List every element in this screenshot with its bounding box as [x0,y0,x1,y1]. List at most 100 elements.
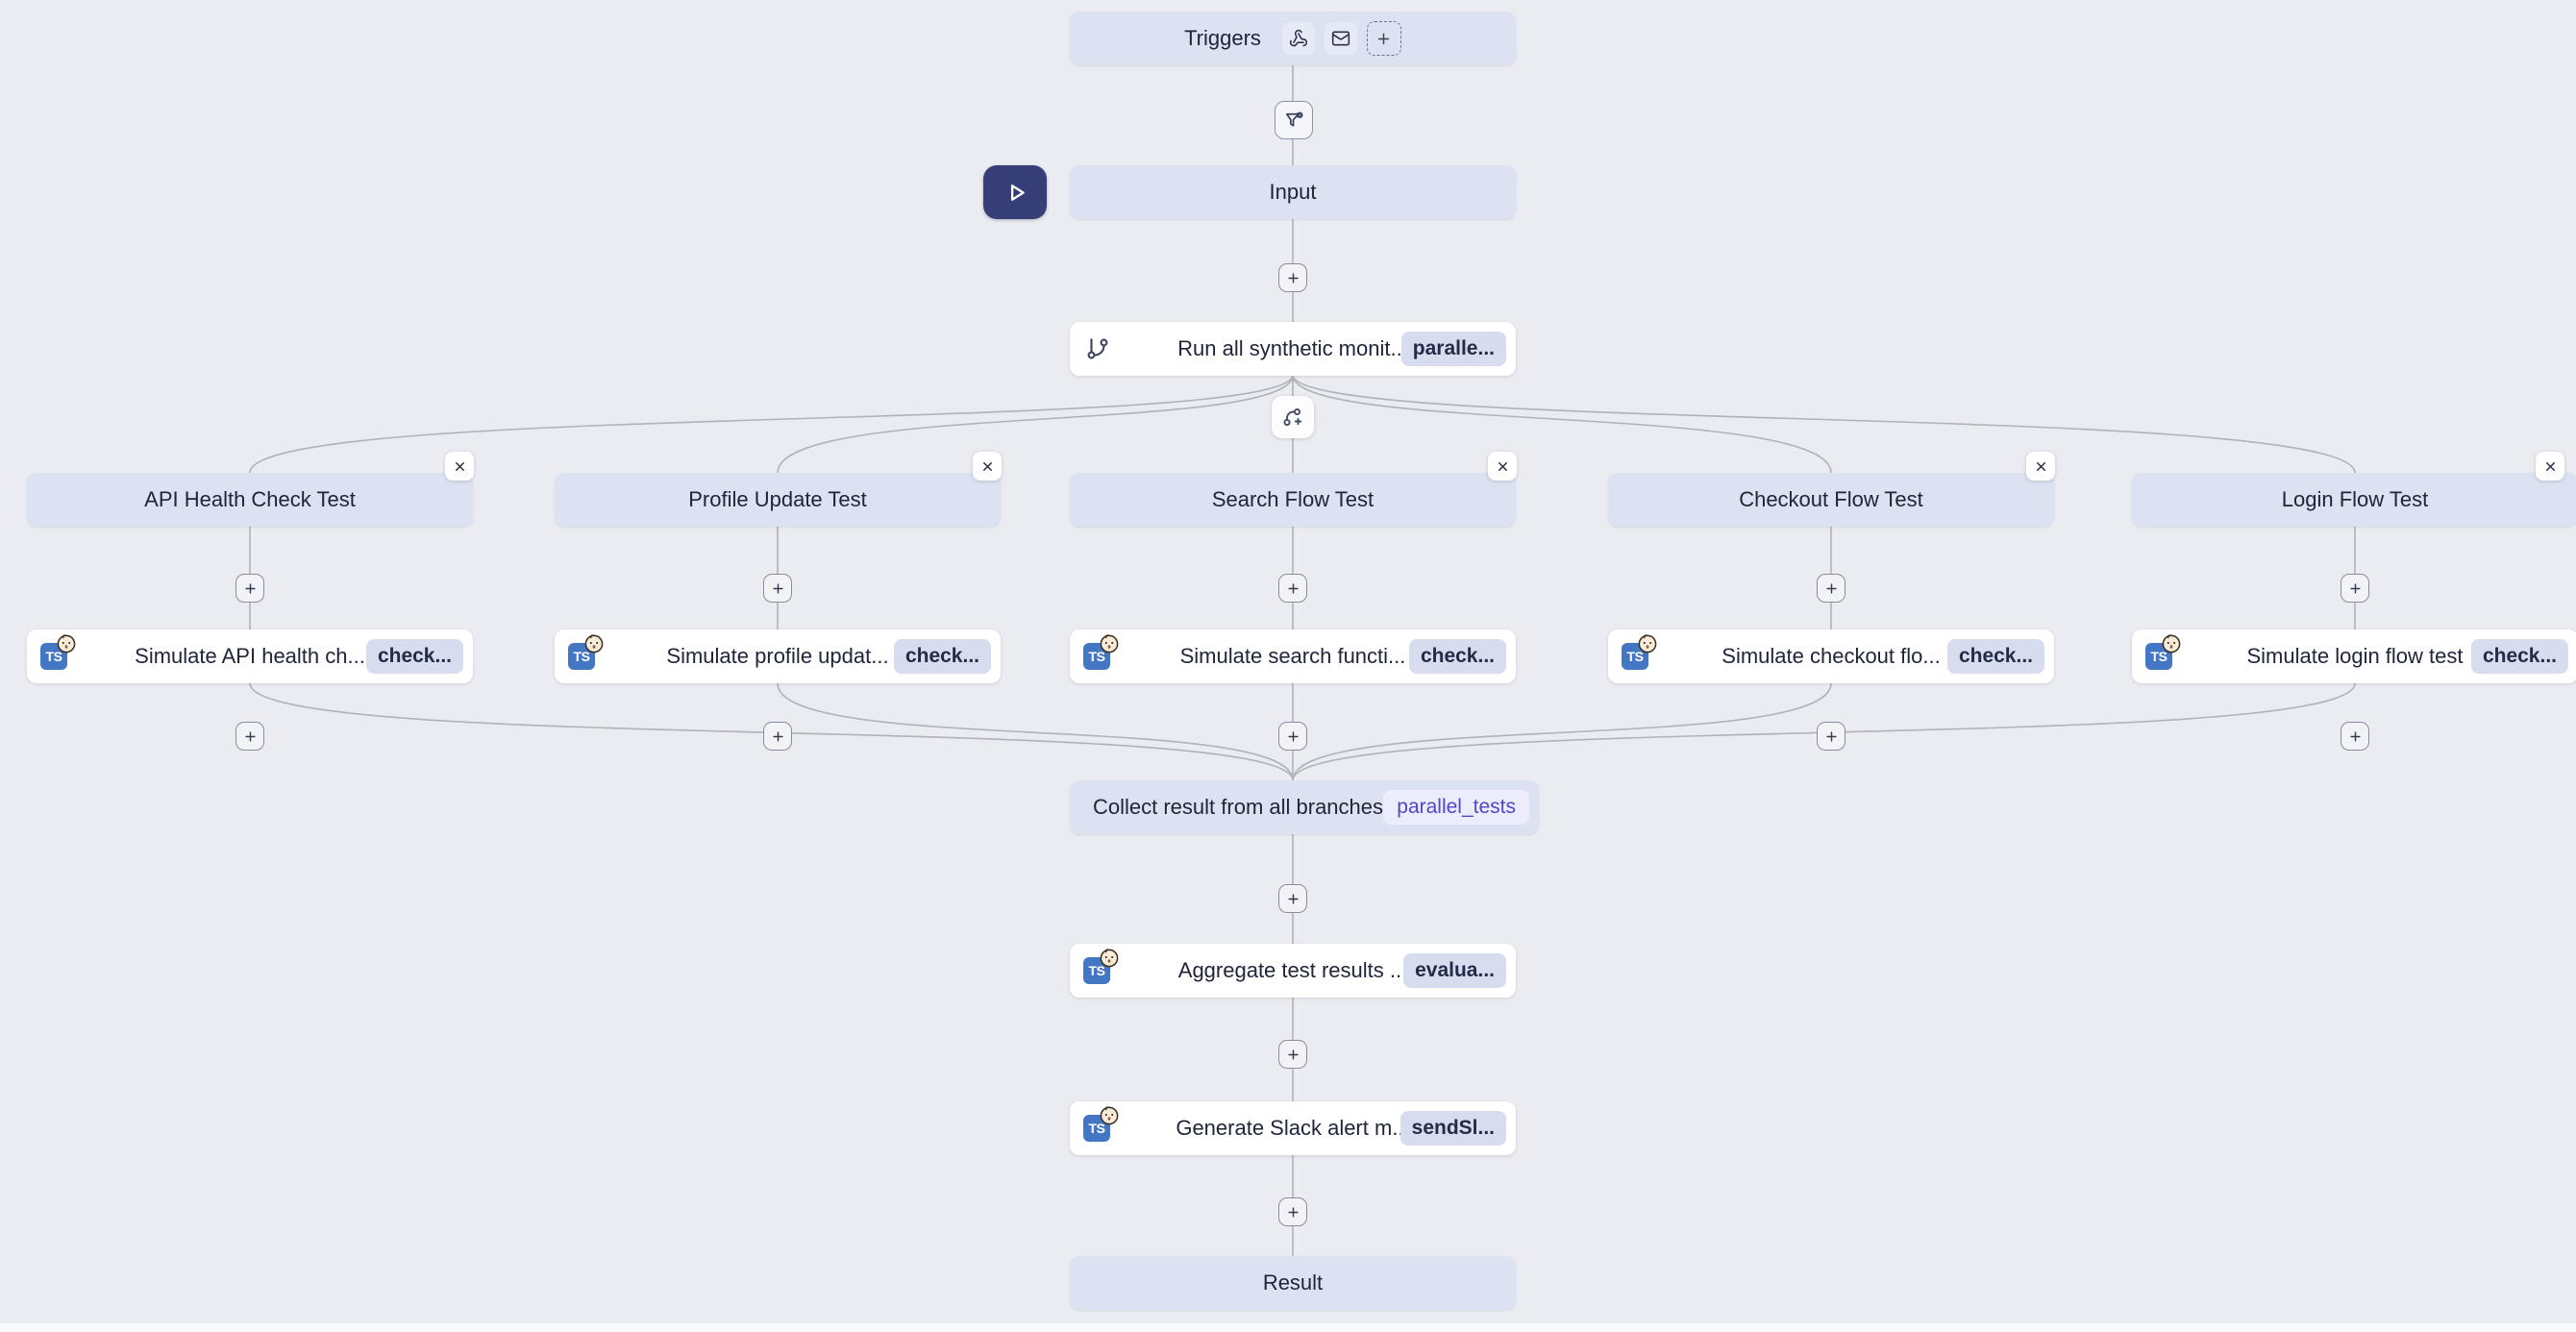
branch-step-node[interactable]: TS Simulate profile updat... check... [555,629,1001,683]
plus-icon [2349,730,2361,742]
add-trigger-button[interactable] [1366,21,1401,56]
step-label: Run all synthetic monit... [1177,336,1408,360]
branch-title: Login Flow Test [2281,487,2429,511]
typescript-icon: TS [40,634,76,670]
branch-header[interactable]: Profile Update Test [555,473,1001,527]
plus-icon [1287,730,1299,742]
branch-step-node[interactable]: TS Simulate API health ch... check... [27,629,473,683]
close-icon [982,461,992,471]
step-label: Generate Slack alert m... [1176,1116,1410,1140]
step-id-badge: paralle... [1400,332,1506,366]
slack-alert-step-node[interactable]: TS Generate Slack alert m... sendSl... [1070,1101,1516,1155]
input-label: Input [1269,180,1317,204]
collect-results-node[interactable]: Collect result from all branches paralle… [1070,780,1539,834]
branch-title: API Health Check Test [144,487,356,511]
plus-icon [244,730,256,742]
typescript-icon: TS [568,634,604,670]
typescript-icon: TS [1083,634,1119,670]
play-icon [1010,184,1025,201]
close-icon [1498,461,1507,471]
parallel-step-node[interactable]: Run all synthetic monit... paralle... [1070,322,1516,376]
add-step-button[interactable] [1278,884,1307,913]
step-id-badge: check... [365,639,463,674]
step-label: Simulate login flow test [2246,644,2464,668]
webhook-icon [1289,29,1307,47]
typescript-icon: TS [1622,634,1657,670]
filter-settings-icon [1285,111,1303,127]
plus-icon [1287,1206,1299,1218]
branch-header[interactable]: API Health Check Test [27,473,473,527]
webhook-trigger-button[interactable] [1281,22,1315,55]
result-node[interactable]: Result [1070,1256,1516,1310]
close-branch-button[interactable] [2026,452,2055,481]
baby-face-icon [2162,634,2181,654]
close-icon [2545,461,2555,471]
baby-face-icon [1100,949,1119,968]
close-branch-button[interactable] [1488,452,1517,481]
plus-icon [2349,582,2361,594]
run-workflow-button[interactable] [983,165,1047,219]
typescript-icon: TS [2145,634,2181,670]
trigger-filter-button[interactable] [1275,101,1313,139]
add-step-button[interactable] [763,722,792,751]
add-step-button[interactable] [1278,263,1307,292]
branch-title: Profile Update Test [688,487,867,511]
add-step-button[interactable] [1278,1197,1307,1226]
plus-icon [1825,582,1837,594]
branch-title: Search Flow Test [1211,487,1375,511]
result-label: Result [1262,1270,1324,1295]
branch-step-node[interactable]: TS Simulate login flow test check... [2132,629,2576,683]
triggers-label: Triggers [1184,26,1261,50]
typescript-icon: TS [1083,949,1119,984]
plus-icon [1287,272,1299,284]
close-branch-button[interactable] [973,452,1002,481]
add-step-button[interactable] [1278,574,1307,603]
triggers-node[interactable]: Triggers [1070,12,1516,65]
step-label: Collect result from all branches [1093,795,1384,819]
email-trigger-button[interactable] [1324,22,1357,55]
step-id-badge: check... [893,639,991,674]
step-id-badge: sendSl... [1399,1111,1506,1146]
step-id-badge: check... [1946,639,2044,674]
step-label: Simulate API health ch... [135,644,365,668]
close-branch-button[interactable] [445,452,474,481]
step-id-badge: evalua... [1403,953,1506,988]
step-label: Simulate search functi... [1179,644,1406,668]
close-icon [2036,461,2045,471]
branch-header[interactable]: Search Flow Test [1070,473,1516,527]
typescript-icon: TS [1083,1106,1119,1142]
add-step-button[interactable] [1817,574,1845,603]
add-step-button[interactable] [235,722,264,751]
branch-plus-icon [1283,407,1302,427]
add-step-button[interactable] [1278,1040,1307,1069]
plus-icon [1287,582,1299,594]
plus-icon [1287,1048,1299,1060]
branch-step-node[interactable]: TS Simulate search functi... check... [1070,629,1516,683]
plus-icon [772,730,783,742]
step-label: Aggregate test results ... [1177,958,1408,982]
branch-header[interactable]: Login Flow Test [2132,473,2576,527]
add-step-button[interactable] [1278,722,1307,751]
plus-icon [1378,33,1390,44]
branch-step-node[interactable]: TS Simulate checkout flo... check... [1608,629,2054,683]
close-branch-button[interactable] [2536,452,2564,481]
add-step-button[interactable] [763,574,792,603]
add-step-button[interactable] [2341,574,2369,603]
aggregate-step-node[interactable]: TS Aggregate test results ... evalua... [1070,944,1516,998]
baby-face-icon [57,634,76,654]
branch-header[interactable]: Checkout Flow Test [1608,473,2054,527]
step-label: Simulate checkout flo... [1721,644,1941,668]
plus-icon [1287,893,1299,904]
plus-icon [772,582,783,594]
step-id-badge: parallel_tests [1383,790,1529,825]
add-step-button[interactable] [2341,722,2369,751]
input-node[interactable]: Input [1070,165,1516,219]
add-step-button[interactable] [1817,722,1845,751]
step-id-badge: check... [1408,639,1506,674]
add-branch-button[interactable] [1272,396,1314,438]
plus-icon [1825,730,1837,742]
baby-face-icon [1100,1106,1119,1125]
close-icon [455,461,464,471]
baby-face-icon [584,634,604,654]
add-step-button[interactable] [235,574,264,603]
